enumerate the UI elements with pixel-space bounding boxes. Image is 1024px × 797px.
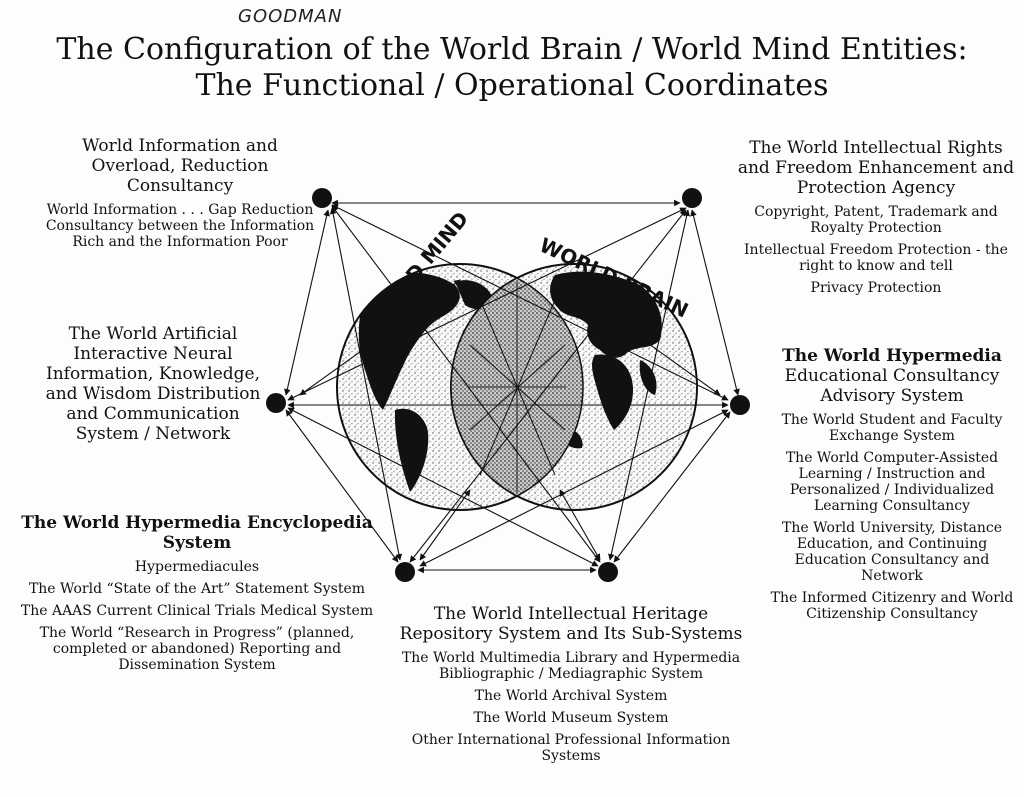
block-heritage-repository: The World Intellectual Heritage Reposito… xyxy=(386,604,756,764)
item-line: Network xyxy=(861,568,923,584)
item-line: The World Student and Faculty xyxy=(781,412,1003,428)
title-line-2: The Functional / Operational Coordinates xyxy=(195,68,829,103)
heading-line: Information, Knowledge, xyxy=(46,364,260,384)
item-line: Intellectual Freedom Protection - the xyxy=(744,242,1008,258)
item-line: Citizenship Consultancy xyxy=(806,606,978,622)
block-hypermedia-encyclopedia: The World Hypermedia Encyclopedia System… xyxy=(2,513,392,673)
heading-line: Advisory System xyxy=(820,386,964,406)
item-line: Dissemination System xyxy=(118,657,276,673)
item-line: Education, and Continuing xyxy=(796,536,988,552)
heading-line: System / Network xyxy=(75,424,231,444)
item-line: Exchange System xyxy=(829,428,955,444)
node-top-right xyxy=(682,188,702,208)
item-line: Learning / Instruction and xyxy=(798,466,986,482)
heading-line: Repository System and Its Sub-Systems xyxy=(399,624,743,644)
item-line: The World University, Distance xyxy=(782,520,1002,536)
item-line: The World Museum System xyxy=(473,710,669,726)
item-line: The World “Research in Progress” (planne… xyxy=(39,625,355,641)
item-line: Learning Consultancy xyxy=(813,498,971,514)
heading-line: and Communication xyxy=(66,404,240,424)
item-line: Bibliographic / Mediagraphic System xyxy=(438,666,704,682)
node-mid-left xyxy=(266,393,286,413)
item-line: Education Consultancy and xyxy=(794,552,990,568)
heading-line: The World Hypermedia Encyclopedia xyxy=(21,513,373,533)
heading-line: Interactive Neural xyxy=(73,344,233,364)
heading-line: Educational Consultancy xyxy=(784,366,1000,386)
node-bottom-left xyxy=(395,562,415,582)
handwritten-annotation: GOODMAN xyxy=(238,6,343,27)
heading-line: System xyxy=(162,533,232,553)
heading-line: Consultancy xyxy=(126,176,234,196)
heading-line: The World Intellectual Heritage xyxy=(433,604,709,624)
heading-line: The World Artificial xyxy=(68,324,238,344)
block-neural-network: The World Artificial Interactive Neural … xyxy=(28,324,278,444)
node-mid-right xyxy=(730,395,750,415)
item-line: The AAAS Current Clinical Trials Medical… xyxy=(20,603,374,619)
heading-line: and Wisdom Distribution xyxy=(45,384,261,404)
item-line: Hypermediacules xyxy=(134,559,260,575)
item-line: Other International Professional Informa… xyxy=(411,732,731,748)
item-line: The World Computer-Assisted xyxy=(785,450,999,466)
item-line: Privacy Protection xyxy=(810,280,942,296)
connector-arrows xyxy=(284,199,740,574)
block-intellectual-rights: The World Intellectual Rights and Freedo… xyxy=(734,138,1018,296)
item-line: Personalized / Individualized xyxy=(789,482,995,498)
item-line: Systems xyxy=(541,748,601,764)
item-line: Copyright, Patent, Trademark and xyxy=(754,204,998,220)
node-bottom-right xyxy=(598,562,618,582)
item-line: The Informed Citizenry and World xyxy=(770,590,1014,606)
heading-line: The World Hypermedia xyxy=(782,346,1002,366)
heading-line: Protection Agency xyxy=(796,178,956,198)
item-line: The World Archival System xyxy=(474,688,668,704)
heading-line: The World Intellectual Rights xyxy=(749,138,1003,158)
item-line: right to know and tell xyxy=(799,258,953,274)
heading-line: Overload, Reduction xyxy=(91,156,269,176)
heading-line: and Freedom Enhancement and xyxy=(737,158,1015,178)
heading-line: World Information and xyxy=(82,136,278,156)
item-line: The World “State of the Art” Statement S… xyxy=(28,581,366,597)
item-line: World Information . . . Gap Reduction xyxy=(46,202,314,218)
title-line-1: The Configuration of the World Brain / W… xyxy=(56,32,968,67)
block-educational-consultancy: The World Hypermedia Educational Consult… xyxy=(762,346,1022,622)
page-title: The Configuration of the World Brain / W… xyxy=(0,32,1024,104)
item-line: Royalty Protection xyxy=(810,220,942,236)
item-line: completed or abandoned) Reporting and xyxy=(52,641,342,657)
item-line: Consultancy between the Information xyxy=(45,218,315,234)
block-information-overload: World Information and Overload, Reductio… xyxy=(40,136,320,250)
item-line: The World Multimedia Library and Hyperme… xyxy=(401,650,741,666)
node-top-left xyxy=(312,188,332,208)
item-line: Rich and the Information Poor xyxy=(72,234,288,250)
